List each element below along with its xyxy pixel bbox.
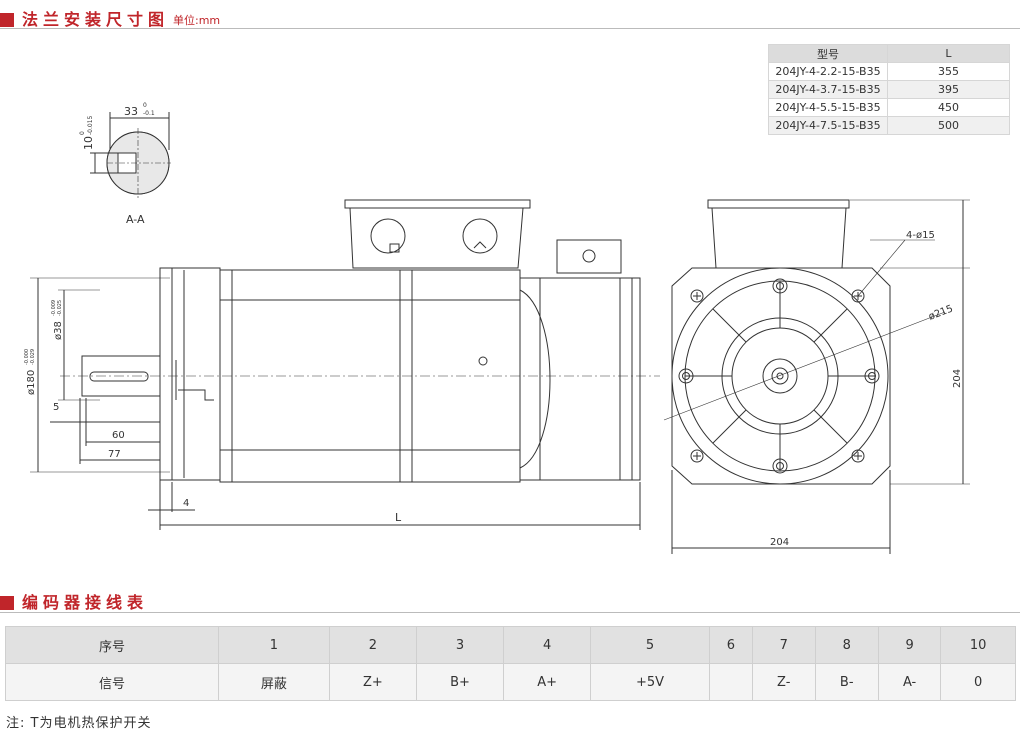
dim-spigot-dia: ø180	[26, 370, 37, 395]
pin-number: 3	[415, 626, 505, 664]
section-header-flange: 法兰安装尺寸图 单位:mm	[0, 6, 220, 30]
signal-cell: Z-	[751, 663, 816, 701]
dim-33-tol-upper: 0	[143, 102, 147, 109]
table-row: 204JY-4-5.5-15-B35 450	[768, 98, 1010, 117]
table-header-row: 型号 L	[768, 44, 1010, 63]
dim-204-vertical: 204	[952, 369, 963, 388]
model-cell: 204JY-4-7.5-15-B35	[768, 116, 888, 135]
pin-number: 1	[218, 626, 330, 664]
signal-cell: B+	[415, 663, 505, 701]
row-label: 信号	[5, 663, 219, 701]
dim-spigot-tol-upper: -0.000	[24, 349, 30, 365]
dim-33-tol-lower: -0.1	[143, 110, 155, 117]
dim-shaft-tol-lower: -0.025	[57, 300, 63, 316]
header-model: 型号	[768, 44, 888, 63]
section-label: A-A	[126, 213, 145, 226]
dim-shaft-tol-upper: -0.009	[51, 300, 57, 316]
dim-holes: 4-ø15	[906, 230, 935, 241]
section-title: 编码器接线表	[22, 593, 149, 612]
table-row: 204JY-4-7.5-15-B35 500	[768, 116, 1010, 135]
table-row: 序号 1 2 3 4 5 6 7 8 9 10	[5, 626, 1016, 664]
dim-spigot-tol-lower: -0.029	[30, 349, 36, 365]
dim-77: 77	[108, 449, 121, 460]
table-row: 204JY-4-3.7-15-B35 395	[768, 80, 1010, 99]
dim-33: 33	[124, 105, 138, 118]
flange-mounting-drawing: 33 0 -0.1 10 0 -0.015 A-A	[24, 102, 970, 554]
signal-cell: A+	[503, 663, 592, 701]
row-label: 序号	[5, 626, 219, 664]
pin-number: 2	[328, 626, 417, 664]
dim-10: 10	[82, 136, 95, 150]
section-divider	[0, 612, 1020, 613]
dim-pcd: ø215	[927, 303, 954, 322]
dim-L: L	[395, 511, 402, 524]
section-header-encoder: 编码器接线表	[0, 589, 148, 613]
signal-cell: Z+	[328, 663, 417, 701]
encoder-wiring-table: 序号 1 2 3 4 5 6 7 8 9 10 信号 屏蔽 Z+ B+ A+ +…	[5, 626, 1016, 701]
signal-cell: 屏蔽	[218, 663, 330, 701]
dim-10-tol-upper: 0	[79, 131, 86, 135]
model-cell: 204JY-4-3.7-15-B35	[768, 80, 888, 99]
unit-label: 单位:mm	[173, 14, 221, 27]
pin-number: 10	[940, 626, 1016, 664]
signal-cell: B-	[814, 663, 879, 701]
signal-cell: +5V	[590, 663, 710, 701]
section-marker-icon	[0, 596, 14, 610]
length-cell: 450	[887, 98, 1010, 117]
motor-side-view: 5 60 77 4 L ø180 -0.000 -0.029 ø38 -0.00…	[24, 199, 660, 530]
pin-number: 6	[708, 626, 753, 664]
pin-number: 7	[751, 626, 816, 664]
model-length-table: 型号 L 204JY-4-2.2-15-B35 355 204JY-4-3.7-…	[768, 44, 1010, 135]
signal-cell: 0	[940, 663, 1016, 701]
signal-cell	[708, 663, 753, 701]
pin-number: 9	[877, 626, 942, 664]
length-cell: 395	[887, 80, 1010, 99]
motor-front-view: 4-ø15 ø215 204 204	[663, 199, 970, 554]
section-divider	[0, 28, 1020, 29]
section-view-aa: 33 0 -0.1 10 0 -0.015 A-A	[79, 102, 171, 226]
dim-60: 60	[112, 430, 125, 441]
length-cell: 355	[887, 62, 1010, 81]
pin-number: 4	[503, 626, 592, 664]
pin-number: 8	[814, 626, 879, 664]
dim-204-horizontal: 204	[770, 537, 789, 548]
dim-4: 4	[183, 498, 189, 509]
section-title: 法兰安装尺寸图	[22, 10, 170, 29]
signal-cell: A-	[877, 663, 942, 701]
dim-10-tol-lower: -0.015	[87, 115, 94, 135]
table-row: 信号 屏蔽 Z+ B+ A+ +5V Z- B- A- 0	[5, 663, 1016, 701]
length-cell: 500	[887, 116, 1010, 135]
header-length: L	[887, 44, 1010, 63]
dim-5: 5	[53, 402, 59, 413]
section-marker-icon	[0, 13, 14, 27]
pin-number: 5	[590, 626, 710, 664]
footnote: 注: T为电机热保护开关	[6, 716, 152, 731]
dim-shaft-dia: ø38	[53, 321, 64, 340]
